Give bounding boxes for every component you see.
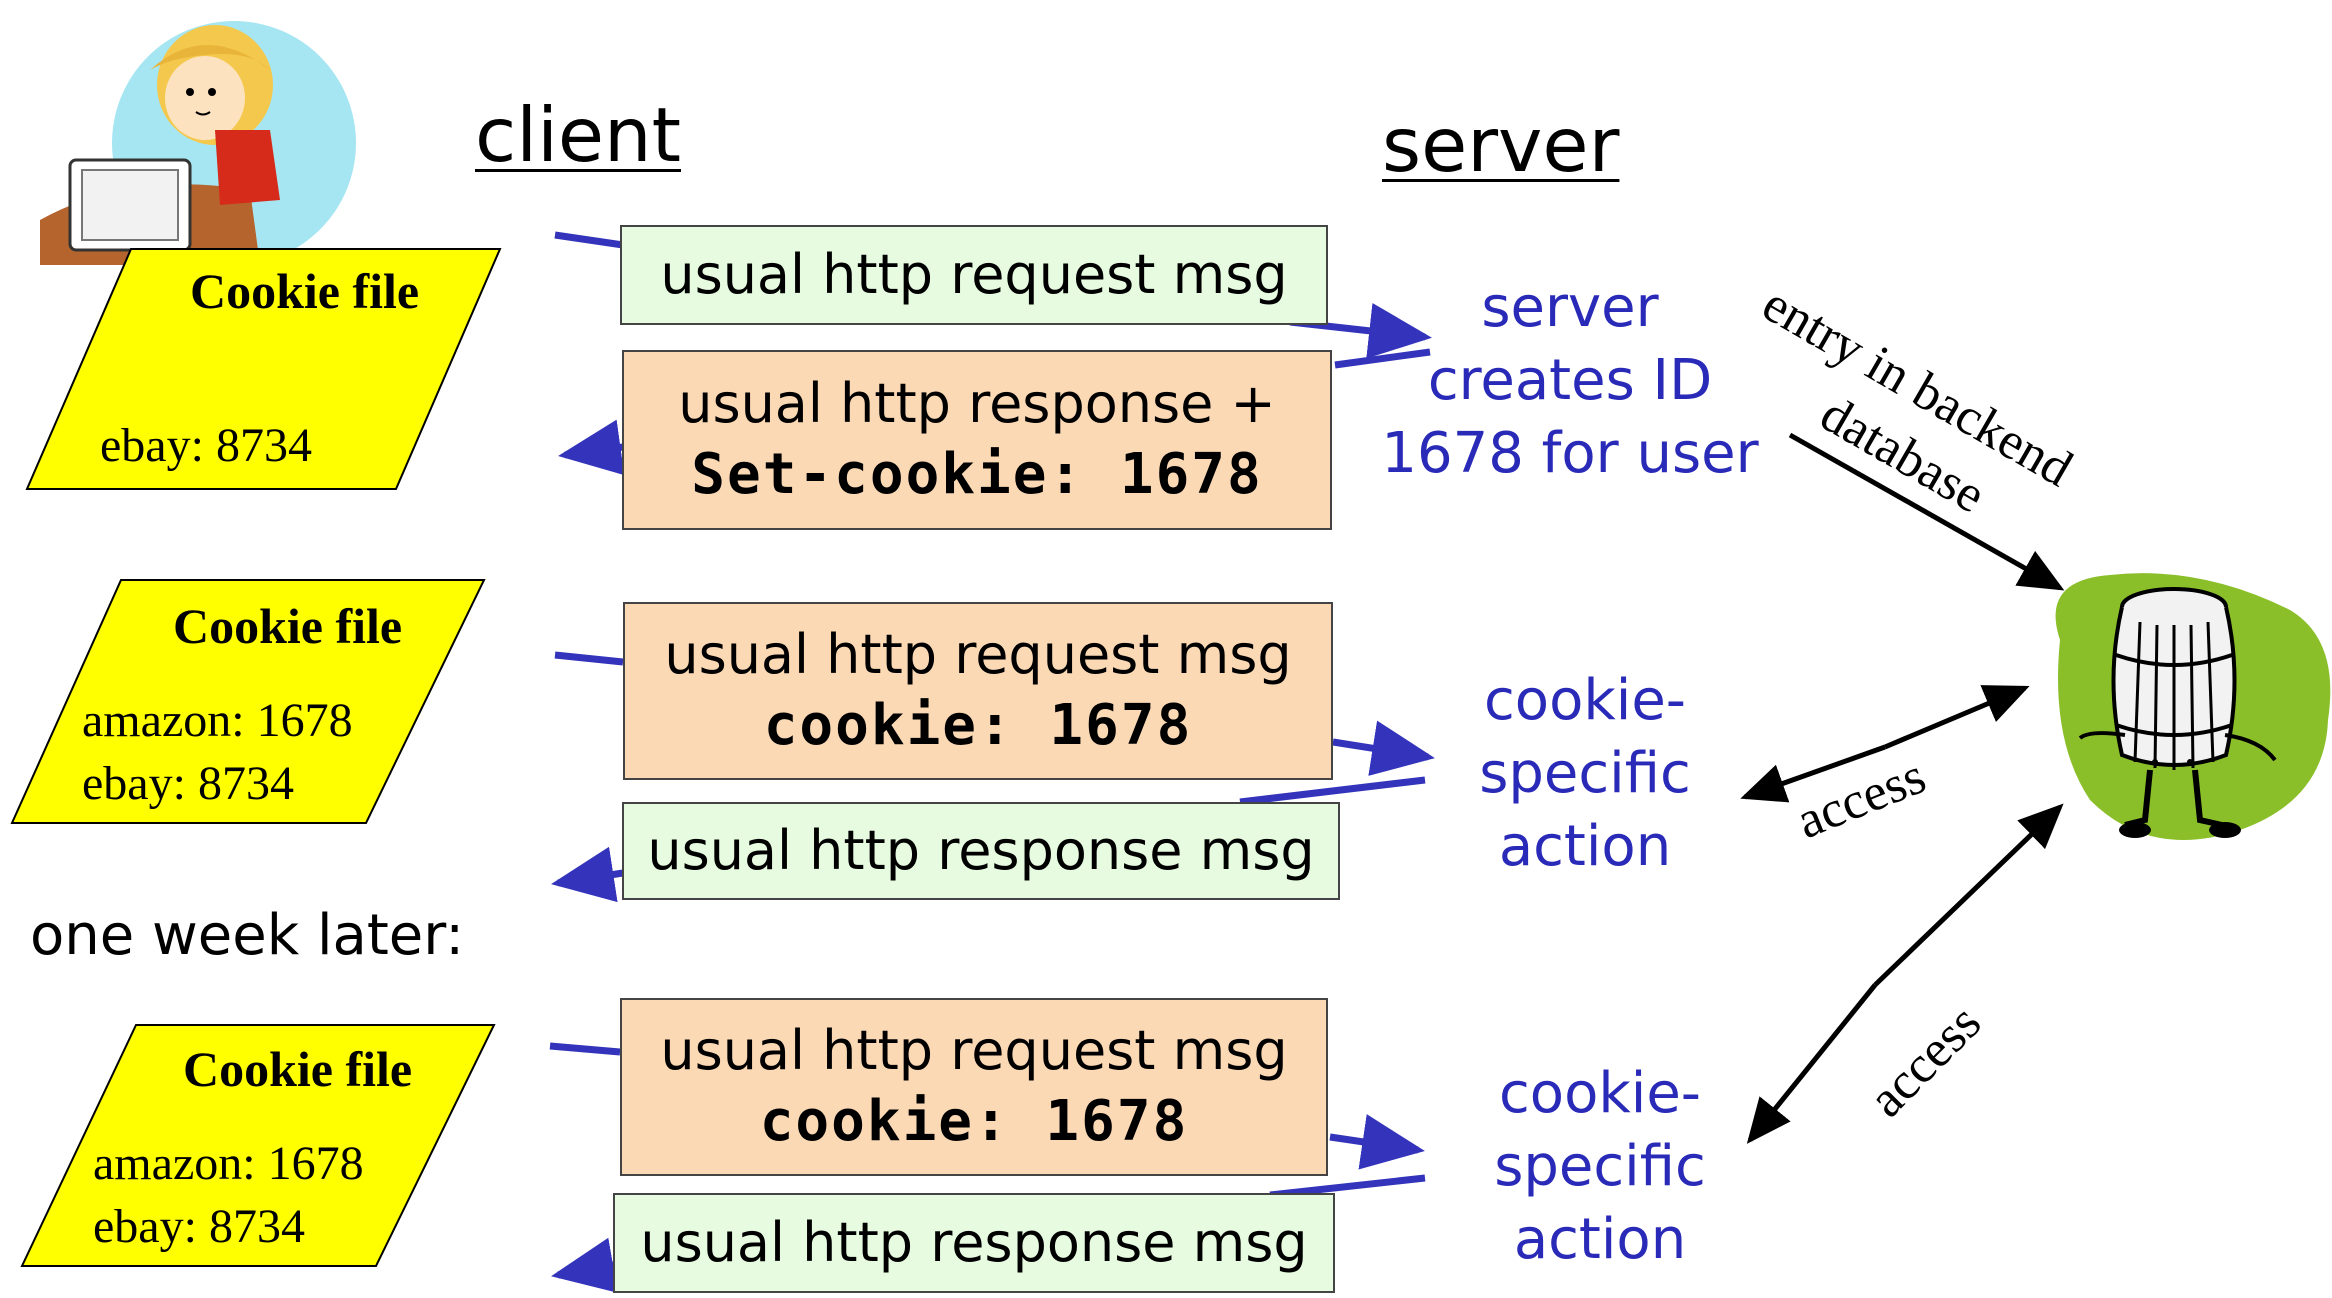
cookie-entry: amazon: 1678 [82,694,353,747]
cookie-specific-action-note-2: cookie- specific action [1465,1058,1735,1276]
cookie-entry: ebay: 8734 [93,1200,305,1253]
request-arrow-2-start [554,651,624,666]
access-arrow-2b [1746,983,1877,1144]
note-line: specific [1479,740,1691,806]
access-arrow-1b [1740,744,1886,803]
access-arrow-1a [1884,685,2030,750]
http-request-box-3: usual http request msg cookie: 1678 [620,998,1328,1176]
msg-line: usual http response msg [640,1210,1308,1274]
note-line: server [1481,275,1659,340]
access-arrow-2a [1873,803,2064,987]
cookie-file-title: Cookie file [190,263,420,319]
note-line: action [1498,813,1672,879]
database-icon [2055,573,2331,840]
note-line: cookie- [1499,1061,1701,1126]
note-line: creates ID [1427,347,1713,413]
request-arrow-3-end [1329,1114,1425,1170]
response-arrow-3-start [1269,1174,1426,1199]
response-arrow-3-end [551,1237,618,1293]
http-request-box-1: usual http request msg [620,225,1328,325]
msg-line: usual http response msg [647,818,1315,882]
msg-line: usual http request msg [664,622,1292,686]
cookie-file-shape-2 [10,579,486,824]
request-arrow-1-start [554,231,624,249]
set-cookie-header: Set-cookie: 1678 [691,441,1263,507]
request-arrow-2-end [1332,720,1435,776]
server-heading: server [1382,101,1620,189]
msg-line: usual http response + [678,371,1276,435]
note-line: 1678 for user [1381,420,1759,486]
response-arrow-1-start [1334,348,1431,369]
msg-line: usual http request msg [660,1018,1288,1082]
cookie-file-title: Cookie file [173,598,403,654]
note-line: action [1513,1206,1687,1272]
client-heading: client [475,91,681,179]
cookie-entry: ebay: 8734 [82,757,294,810]
request-arrow-3-start [549,1042,621,1056]
note-line: cookie- [1484,668,1686,733]
one-week-later-label: one week later: [30,903,465,968]
cookie-file-title: Cookie file [183,1041,413,1097]
cookie-entry: ebay: 8734 [100,419,312,472]
cookie-entry: amazon: 1678 [93,1137,364,1190]
cookie-file-3: Cookie file [183,1040,412,1098]
cookie-file-2: Cookie file [173,597,402,655]
cookie-file-shape-3 [20,1024,496,1267]
cookie-header: cookie: 1678 [759,1088,1189,1154]
db-entry-arrow [1788,432,2065,591]
server-creates-id-note: server creates ID 1678 for user [1370,272,1770,490]
cookie-file-shape-1 [25,248,502,490]
cookie-specific-action-note-1: cookie- specific action [1455,665,1715,883]
response-arrow-2-start [1239,776,1426,806]
http-response-box-1: usual http response + Set-cookie: 1678 [622,350,1332,530]
http-response-box-3: usual http response msg [613,1193,1335,1293]
response-arrow-1-end [558,419,625,476]
cookie-file-1: Cookie file [190,262,419,320]
user-at-computer-icon [40,21,356,265]
http-response-box-2: usual http response msg [622,802,1340,900]
response-arrow-2-end [551,846,624,903]
note-line: specific [1494,1133,1706,1199]
http-request-box-2: usual http request msg cookie: 1678 [623,602,1333,780]
msg-line: usual http request msg [660,242,1288,306]
cookie-header: cookie: 1678 [763,692,1193,758]
